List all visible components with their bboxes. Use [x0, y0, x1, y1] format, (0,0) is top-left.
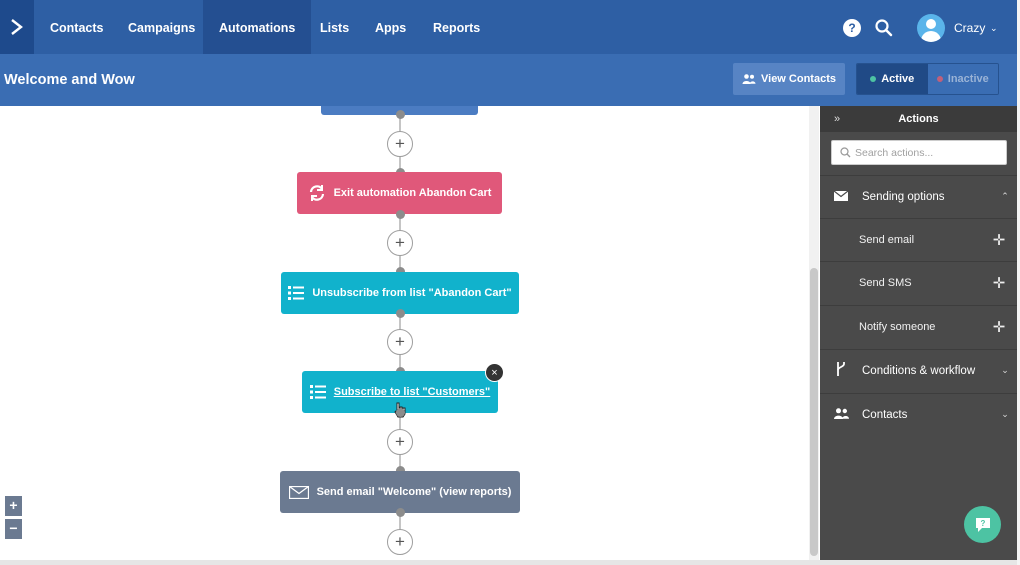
workflow-step-exit-automation[interactable]: Exit automation Abandon Cart [297, 172, 502, 214]
nav-item-contacts[interactable]: Contacts [50, 21, 104, 35]
drag-handle-icon[interactable]: ✛ [992, 275, 1006, 292]
page-title: Welcome and Wow [4, 72, 135, 88]
branch-icon [820, 362, 862, 379]
section-sending-options[interactable]: Sending options ⌃ [820, 175, 1017, 217]
canvas-scrollbar[interactable] [809, 106, 819, 560]
add-step-button[interactable]: + [387, 329, 413, 355]
connector-dot [395, 508, 405, 517]
nav-item-apps[interactable]: Apps [375, 21, 407, 35]
inactive-dot-icon [936, 76, 943, 82]
contacts-icon [742, 74, 756, 84]
connector-dot [395, 309, 405, 318]
view-contacts-button[interactable]: View Contacts [733, 63, 845, 95]
chevron-up-icon[interactable]: ⌃ [1001, 191, 1009, 201]
window-edge [1017, 0, 1020, 565]
collapse-panel-icon[interactable]: » [834, 113, 841, 125]
list-icon [309, 385, 326, 399]
chevron-down-icon[interactable]: ⌄ [990, 23, 998, 33]
workflow-canvas[interactable]: + Exit automation Abandon Cart + Unsubsc… [0, 106, 820, 560]
section-label: Conditions & workflow [862, 364, 976, 377]
zoom-out-button[interactable]: − [5, 519, 22, 539]
action-item-send-email[interactable]: Send email ✛ [820, 218, 1017, 261]
scrollbar-thumb[interactable] [810, 268, 818, 556]
drag-handle-icon[interactable]: ✛ [992, 232, 1006, 249]
list-icon [288, 286, 305, 300]
workflow-step-subscribe[interactable]: Subscribe to list "Customers" [302, 371, 498, 413]
search-actions-input[interactable] [855, 146, 1005, 159]
zoom-in-button[interactable]: + [5, 496, 22, 516]
nav-item-lists[interactable]: Lists [320, 21, 350, 35]
delete-step-button[interactable]: × [485, 363, 504, 382]
bottom-scrollbar[interactable] [0, 560, 1020, 565]
workflow-step-unsubscribe[interactable]: Unsubscribe from list "Abandon Cart" [281, 272, 519, 314]
active-dot-icon [870, 76, 877, 82]
envelope-icon [288, 485, 309, 499]
chevron-down-icon[interactable]: ⌄ [1001, 409, 1009, 419]
section-label: Sending options [862, 190, 945, 203]
logo-icon[interactable] [0, 0, 34, 54]
contacts-icon [820, 407, 862, 422]
section-contacts[interactable]: Contacts ⌄ [820, 393, 1017, 435]
inactive-label: Inactive [947, 73, 989, 85]
active-label: Active [881, 73, 915, 85]
actions-panel-title: Actions [898, 113, 939, 125]
envelope-icon [820, 190, 862, 204]
top-navigation: Contacts Campaigns Automations Lists App… [0, 0, 1020, 54]
step-label: Exit automation Abandon Cart [333, 187, 492, 199]
drag-handle-icon[interactable]: ✛ [992, 319, 1006, 336]
view-contacts-label: View Contacts [761, 73, 836, 85]
section-label: Contacts [862, 408, 908, 421]
section-conditions-workflow[interactable]: Conditions & workflow ⌄ [820, 349, 1017, 391]
step-label: Unsubscribe from list "Abandon Cart" [312, 287, 512, 299]
action-label: Send email [859, 234, 915, 246]
nav-item-automations[interactable]: Automations [203, 0, 312, 54]
chevron-down-icon[interactable]: ⌄ [1001, 365, 1009, 375]
logo-chevron-icon [11, 19, 23, 35]
workflow-step-send-email[interactable]: Send email "Welcome" (view reports) [280, 471, 520, 513]
username-label[interactable]: Crazy [954, 21, 986, 35]
action-item-notify-someone[interactable]: Notify someone ✛ [820, 305, 1017, 348]
step-label[interactable]: Subscribe to list "Customers" [333, 386, 491, 398]
action-label: Notify someone [859, 321, 936, 333]
refresh-icon [309, 185, 324, 201]
automation-header: Welcome and Wow View Contacts Active Ina… [0, 54, 1020, 106]
chat-icon: ? [975, 517, 990, 532]
connector-dot [395, 267, 405, 276]
actions-panel-header: Actions » [820, 106, 1017, 132]
actions-panel: Actions » Sending options ⌃ Send email ✛… [820, 106, 1017, 560]
add-step-button[interactable]: + [387, 529, 413, 555]
inactive-option[interactable]: Inactive [927, 64, 998, 94]
add-step-button[interactable]: + [387, 429, 413, 455]
action-label: Send SMS [859, 277, 912, 289]
connector-dot [395, 210, 405, 219]
step-label: Send email "Welcome" (view reports) [316, 486, 512, 498]
search-icon[interactable] [874, 18, 894, 38]
nav-item-reports[interactable]: Reports [433, 21, 481, 35]
add-step-button[interactable]: + [387, 230, 413, 256]
connector-dot [395, 408, 405, 417]
add-step-button[interactable]: + [387, 131, 413, 157]
active-option[interactable]: Active [857, 64, 928, 94]
connector-dot [395, 466, 405, 475]
search-actions-field[interactable] [831, 140, 1007, 165]
action-item-send-sms[interactable]: Send SMS ✛ [820, 261, 1017, 304]
status-toggle[interactable]: Active Inactive [856, 63, 999, 95]
search-icon [840, 147, 851, 158]
chat-support-button[interactable]: ? [964, 506, 1001, 543]
help-icon[interactable]: ? [843, 19, 861, 37]
nav-item-campaigns[interactable]: Campaigns [128, 21, 196, 35]
avatar[interactable] [917, 14, 945, 42]
svg-text:?: ? [980, 519, 985, 528]
connector-dot [395, 110, 405, 119]
